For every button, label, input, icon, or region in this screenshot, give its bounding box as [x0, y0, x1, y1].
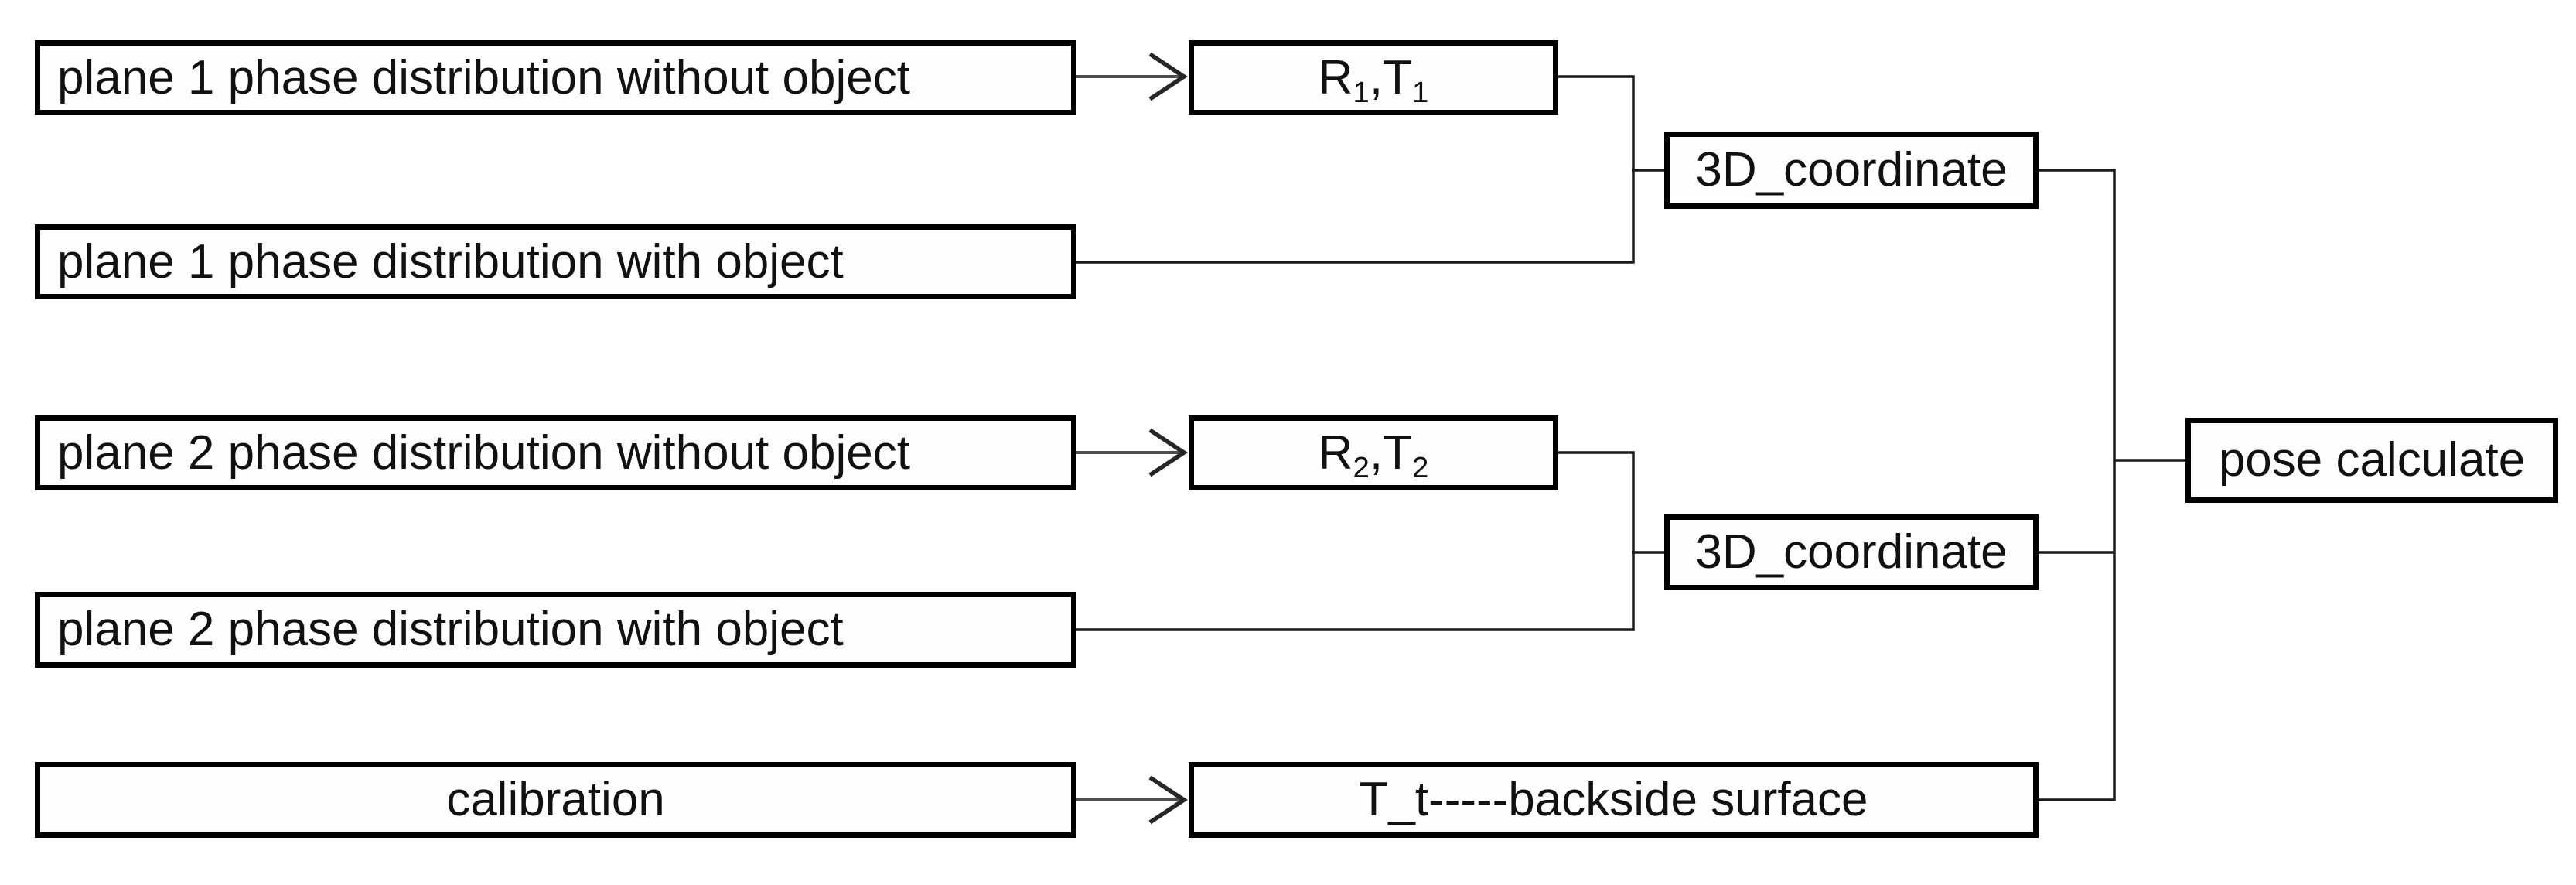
node-label: plane 1 phase distribution without objec…	[57, 50, 910, 104]
node-label: calibration	[446, 773, 665, 826]
node-label: R2,T2	[1318, 425, 1429, 484]
node-label: 3D_coordinate	[1695, 143, 2008, 196]
connector-r2t2-to-rail2	[1076, 451, 1635, 631]
node-label: plane 2 phase distribution with object	[57, 603, 844, 656]
node-3d-coordinate-1: 3D_coordinate	[1664, 132, 2039, 209]
node-label: 3D_coordinate	[1695, 525, 2008, 579]
node-r2-t2: R2,T2	[1189, 415, 1558, 490]
node-plane1-phase-with-object: plane 1 phase distribution with object	[35, 224, 1076, 299]
arrow-head-plane2-to-r2t2	[1148, 428, 1188, 477]
node-3d-coordinate-2: 3D_coordinate	[1664, 514, 2039, 590]
node-plane1-phase-without-object: plane 1 phase distribution without objec…	[35, 40, 1076, 115]
node-pose-calculate: pose calculate	[2185, 418, 2558, 503]
node-plane2-phase-without-object: plane 2 phase distribution without objec…	[35, 415, 1076, 490]
arrow-head-calibration-to-tt	[1148, 775, 1188, 825]
node-plane2-phase-with-object: plane 2 phase distribution with object	[35, 592, 1076, 668]
node-label: R1,T1	[1318, 50, 1429, 109]
node-label: plane 2 phase distribution without objec…	[57, 425, 910, 480]
node-label: T_t-----backside surface	[1359, 773, 1868, 826]
node-r1-t1: R1,T1	[1189, 40, 1558, 115]
node-label: pose calculate	[2218, 433, 2526, 487]
node-tt-backside-surface: T_t-----backside surface	[1189, 762, 2039, 838]
arrow-head-plane1-to-r1t1	[1148, 52, 1188, 101]
node-label: plane 1 phase distribution with object	[57, 234, 844, 289]
connector-3d1-to-tt-rail	[2039, 169, 2116, 801]
node-calibration: calibration	[35, 762, 1076, 838]
